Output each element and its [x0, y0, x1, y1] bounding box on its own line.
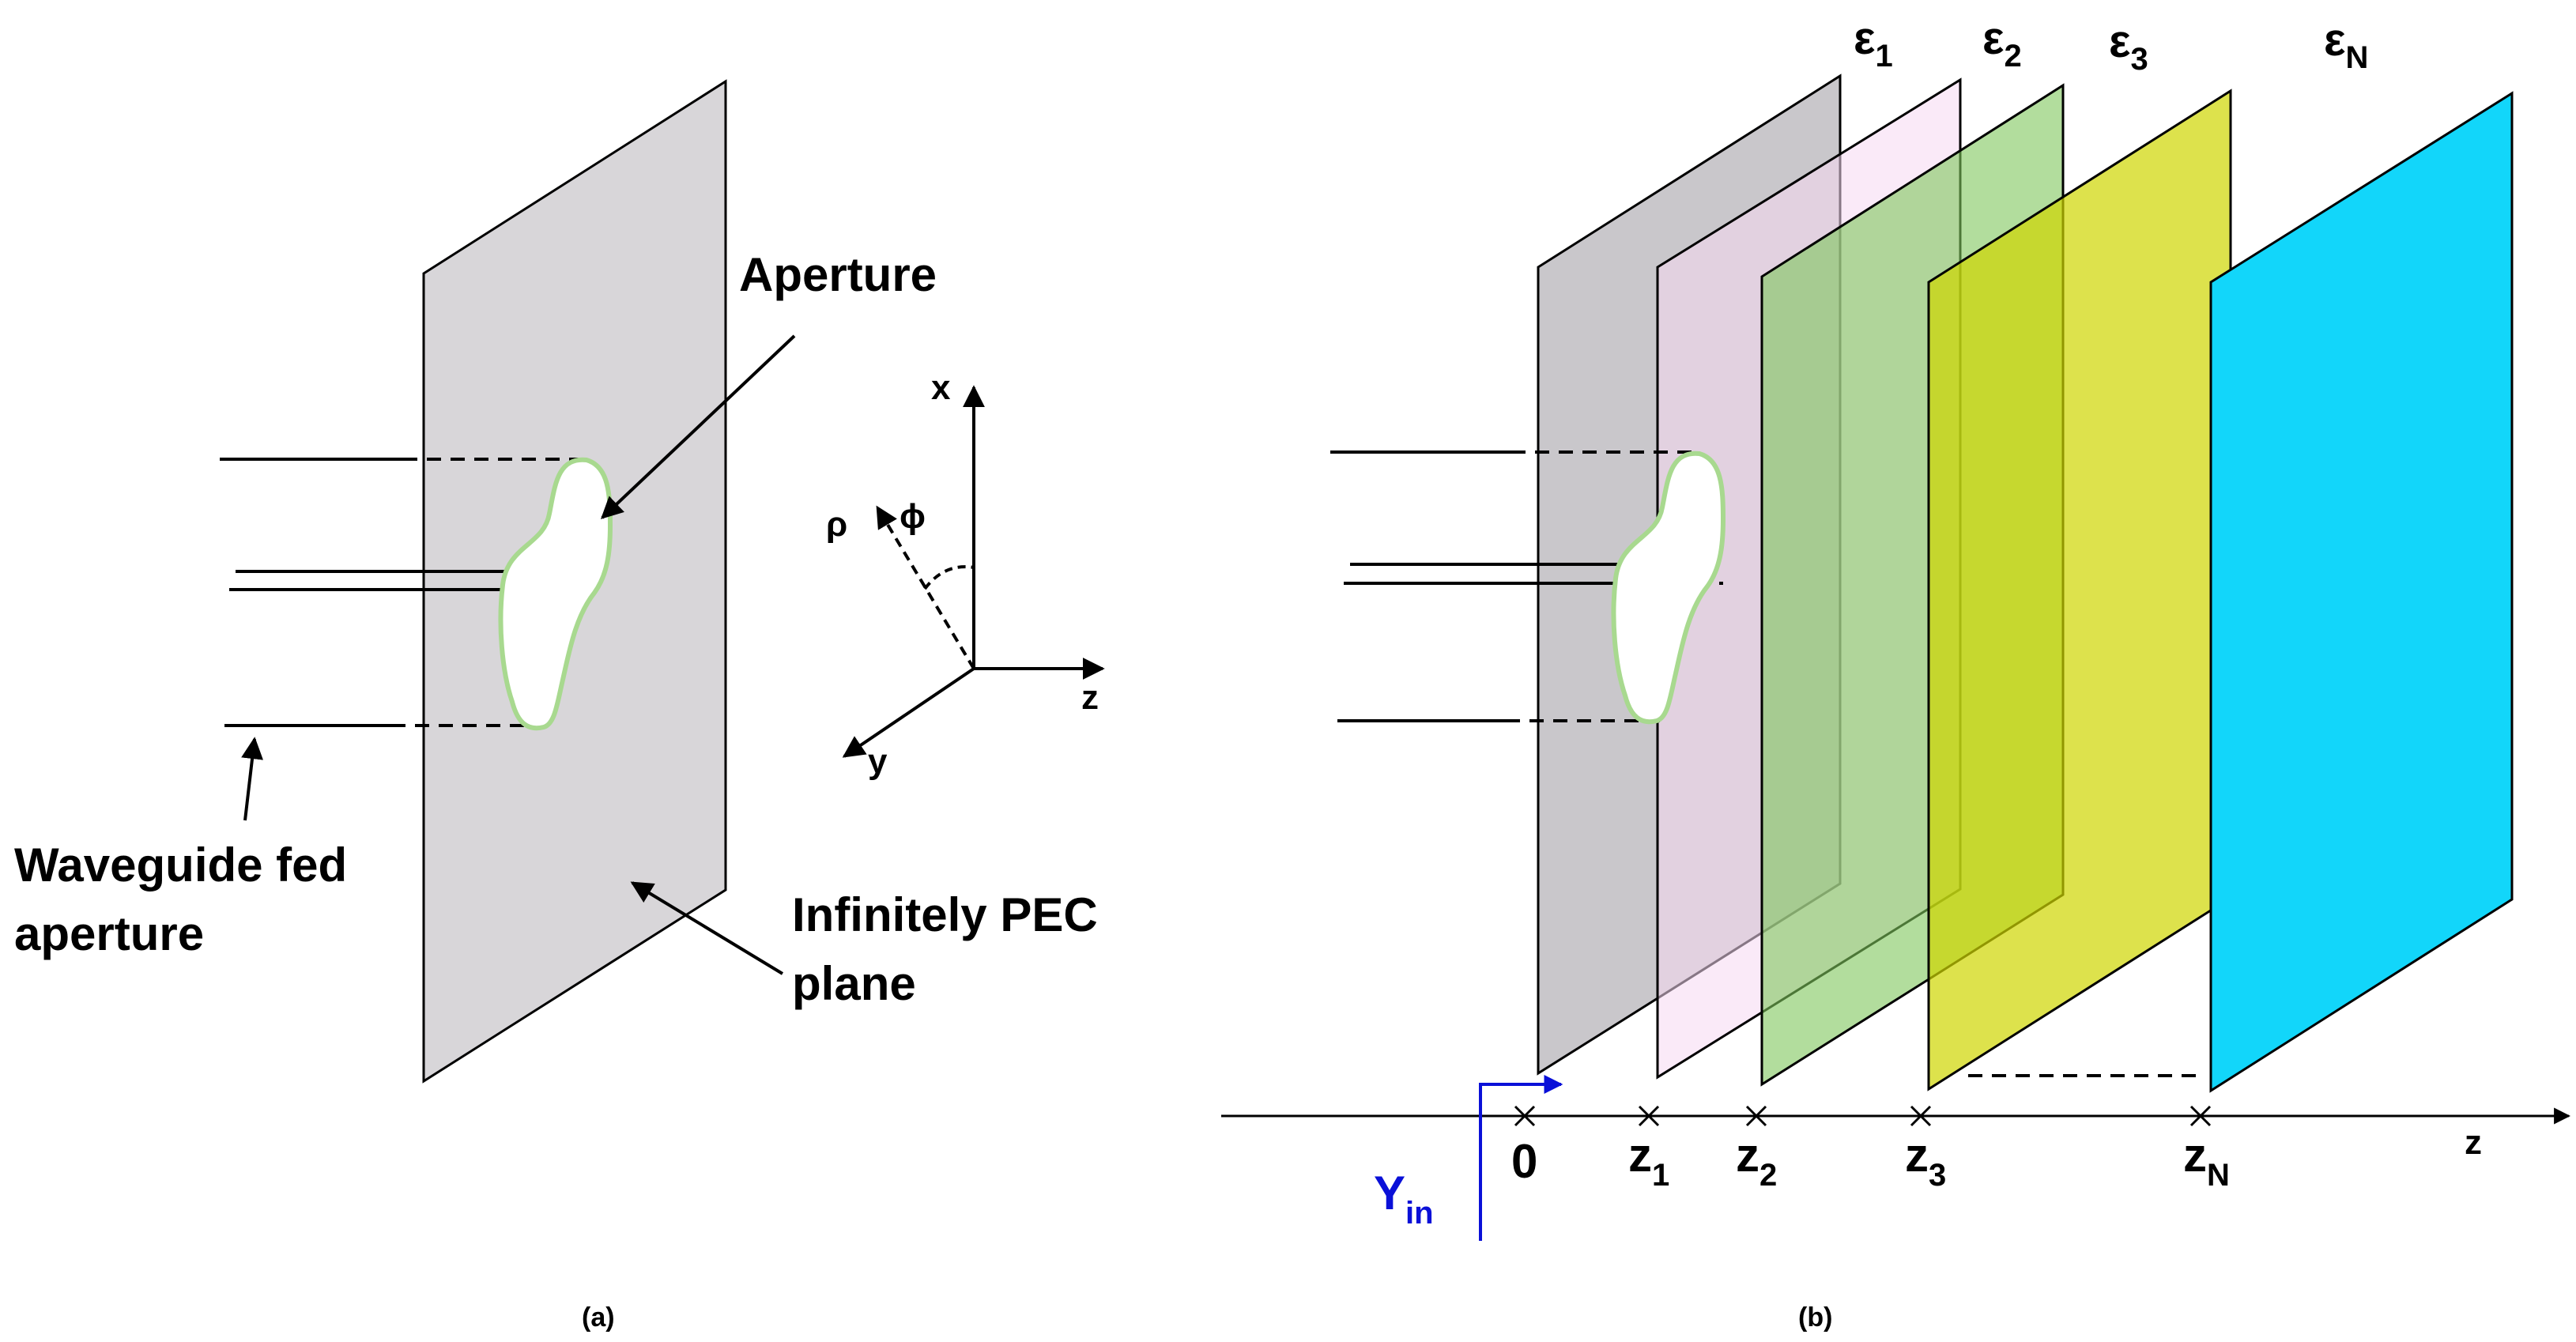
caption-a: (a) — [582, 1302, 615, 1333]
waveguide-label-1: Waveguide fed — [14, 839, 347, 892]
tick-z2 — [1745, 1105, 1767, 1127]
caption-b: (b) — [1798, 1302, 1832, 1333]
z-axis-label: z — [1081, 678, 1099, 717]
panel-b: ε1 ε2 ε3 εN z 0 z1 z2 z3 zN Yin (b) — [1221, 13, 2571, 1333]
yin-indicator — [1479, 1075, 1563, 1241]
phi-label: ϕ — [900, 497, 926, 536]
tick-z3 — [1910, 1105, 1932, 1127]
pos-z3: z3 — [1905, 1129, 1946, 1193]
position-ticks — [1514, 1105, 2212, 1127]
epsN-label: εN — [2324, 14, 2368, 75]
rho-label: ρ — [826, 505, 847, 544]
yin-label: Yin — [1374, 1167, 1434, 1231]
eps3-label: ε3 — [2109, 16, 2148, 77]
y-axis-label: y — [868, 742, 888, 781]
pec-label-2: plane — [792, 957, 916, 1010]
panel-a: Aperture Waveguide fed aperture Infinite… — [14, 79, 1105, 1333]
pec-arrow — [630, 881, 784, 975]
x-axis-label: x — [931, 368, 951, 407]
eps2-label: ε2 — [1982, 13, 2022, 74]
aperture-shape-a — [498, 457, 613, 731]
pos-zN: zN — [2183, 1129, 2230, 1193]
pos-z2: z2 — [1736, 1129, 1777, 1193]
waveguide-label-2: aperture — [14, 907, 204, 960]
waveguide-arrow — [241, 737, 263, 821]
pos-0: 0 — [1511, 1135, 1537, 1188]
tick-z1 — [1638, 1105, 1660, 1127]
layer-epsN — [2209, 91, 2514, 1093]
tick-0 — [1514, 1105, 1536, 1127]
pec-label-1: Infinitely PEC — [792, 888, 1098, 941]
aperture-arrow — [600, 334, 796, 519]
tick-zN — [2189, 1105, 2212, 1127]
aperture-label: Aperture — [739, 248, 937, 301]
coordinate-axes — [842, 385, 1105, 758]
eps1-label: ε1 — [1854, 13, 1893, 74]
z-axis-label-b: z — [2465, 1123, 2482, 1162]
aperture-shape-b — [1611, 450, 1726, 725]
pos-z1: z1 — [1628, 1129, 1669, 1193]
